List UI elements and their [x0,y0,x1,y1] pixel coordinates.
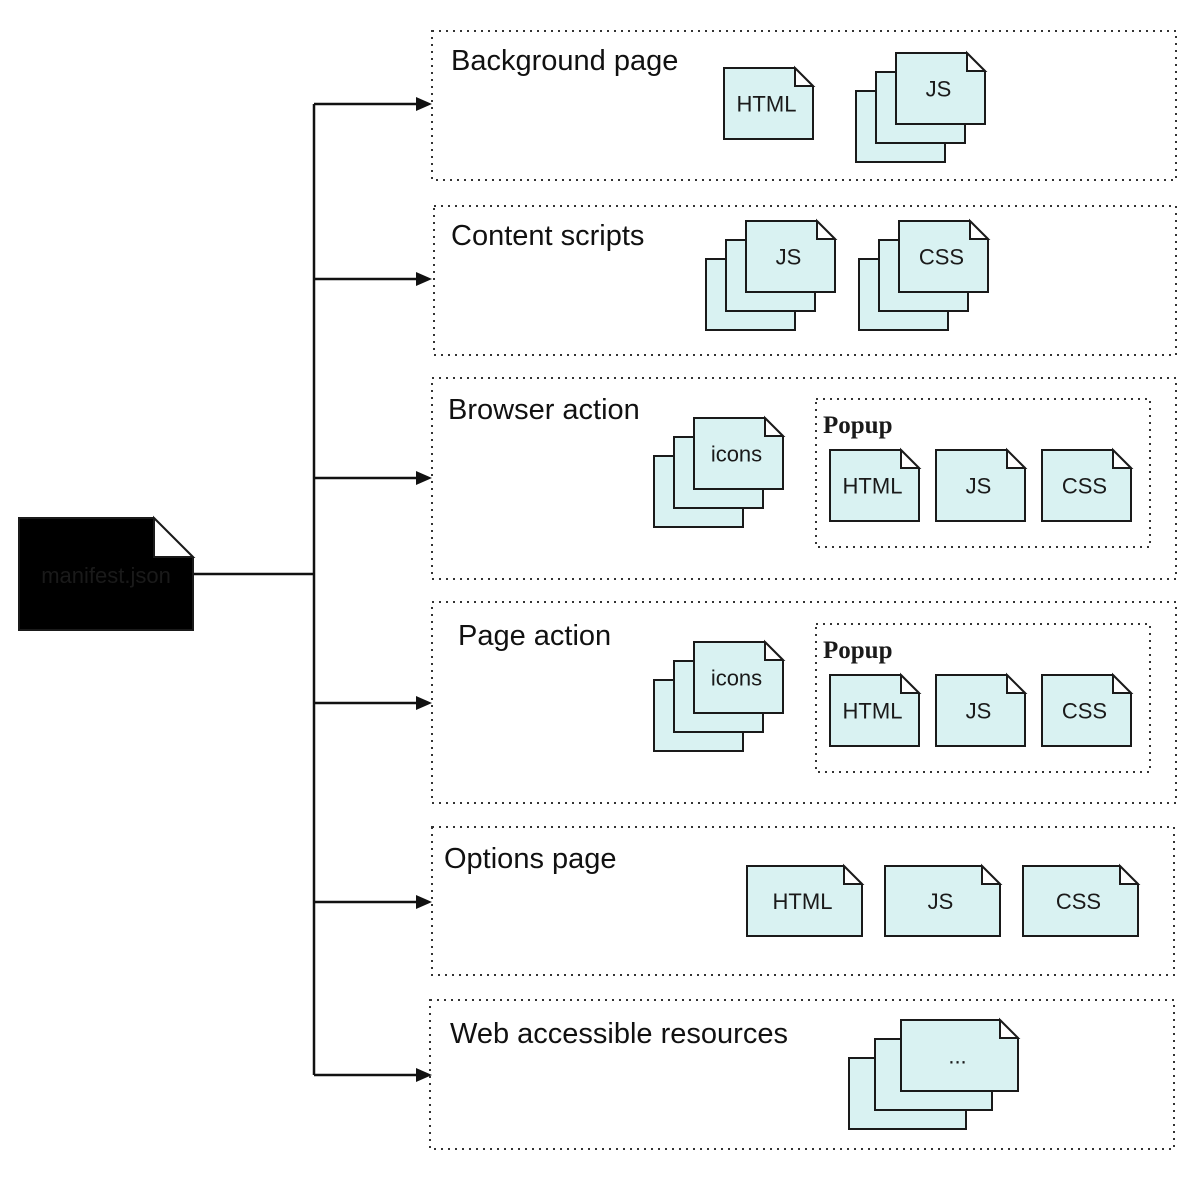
section-content-scripts: Content scripts JS CSS [433,205,1177,356]
file-icon [900,1019,1019,1092]
section-title: Page action [458,620,611,652]
file-doc: HTML [829,447,922,522]
manifest-document: manifest.json [18,515,196,631]
file-label: JS [926,76,952,101]
section-background-page: Background page HTML JS [431,30,1177,181]
file-label: HTML [773,889,833,914]
file-corner-fold [764,415,786,437]
file-icon [1022,865,1139,937]
file-icon [935,449,1026,522]
file-corner-fold [764,639,786,661]
file-label: HTML [843,473,903,498]
file-doc: HTML [723,65,816,140]
file-label: CSS [1062,473,1107,498]
popup-label: Popup [823,637,892,664]
file-icon [1041,449,1132,522]
file-doc: JS [935,447,1028,522]
section-title: Web accessible resources [450,1018,788,1050]
file-icon [884,865,1001,937]
arrow-to-options-page [314,895,432,909]
file-stack: icons [653,639,786,752]
web-resources-box [429,999,1175,1150]
section-options-page: Options page HTML JS CSS [431,826,1175,976]
file-doc: CSS [1022,863,1141,937]
file-icon [895,52,986,125]
file-doc: HTML [829,672,922,747]
browser-action-box [431,377,1177,580]
file-icon [745,220,836,293]
file-label: JS [928,889,954,914]
file-corner-fold [816,218,838,240]
file-corner-fold [1112,672,1134,694]
file-label: icons [711,441,762,466]
file-doc: CSS [1041,447,1134,522]
file-label: HTML [737,91,797,116]
file-stack: JS [855,50,988,163]
arrow-to-content-scripts [314,272,432,286]
content-scripts-box [433,205,1177,356]
file-label: HTML [843,698,903,723]
file-label: ... [948,1043,966,1068]
file-label: JS [776,244,802,269]
section-page-action: Page action icons Popup HTML JS CSS [431,601,1177,804]
file-stack: JS [705,218,838,331]
file-label: CSS [1056,889,1101,914]
connectors [193,97,432,1082]
popup-label: Popup [823,412,892,439]
options-page-box [431,826,1175,976]
file-label: icons [711,665,762,690]
file-corner-fold [966,50,988,72]
file-stack: CSS [858,218,991,331]
file-doc: HTML [746,863,865,937]
file-icon [693,417,784,490]
file-corner-fold [1112,447,1134,469]
file-icon [898,220,989,293]
arrow-to-browser-action [314,471,432,485]
file-corner-fold [999,1017,1021,1039]
file-corner-fold [1006,447,1028,469]
file-icon [935,674,1026,747]
file-corner-fold [900,447,922,469]
file-corner-fold [900,672,922,694]
page-action-box [431,601,1177,804]
file-doc: CSS [1041,672,1134,747]
file-label: JS [966,473,992,498]
file-stack: ... [848,1017,1021,1130]
file-corner-fold [1006,672,1028,694]
popup-box [815,623,1151,773]
file-icon [829,674,920,747]
section-title: Browser action [448,394,640,426]
background-page-box [431,30,1177,181]
section-web-accessible-resources: Web accessible resources ... [429,999,1175,1150]
file-doc: JS [935,672,1028,747]
section-title: Background page [451,45,678,77]
file-icon [746,865,863,937]
arrow-to-page-action [314,696,432,710]
file-corner-fold [981,863,1003,885]
file-corner-fold [794,65,816,87]
section-title: Options page [444,843,617,875]
file-stack: icons [653,415,786,528]
manifest-label: manifest.json [41,563,171,588]
manifest-file-icon [18,517,194,631]
arrow-to-web-resources [314,1068,432,1082]
section-browser-action: Browser action icons Popup HTML JS CSS [431,377,1177,580]
file-corner-fold [843,863,865,885]
file-icon [723,67,814,140]
file-icon [1041,674,1132,747]
file-label: CSS [919,244,964,269]
file-doc: JS [884,863,1003,937]
file-corner-fold [969,218,991,240]
arrow-to-background [314,97,432,111]
file-corner-fold [1119,863,1141,885]
file-icon [829,449,920,522]
file-label: CSS [1062,698,1107,723]
section-title: Content scripts [451,220,644,252]
file-icon [693,641,784,714]
popup-box [815,398,1151,548]
file-label: JS [966,698,992,723]
